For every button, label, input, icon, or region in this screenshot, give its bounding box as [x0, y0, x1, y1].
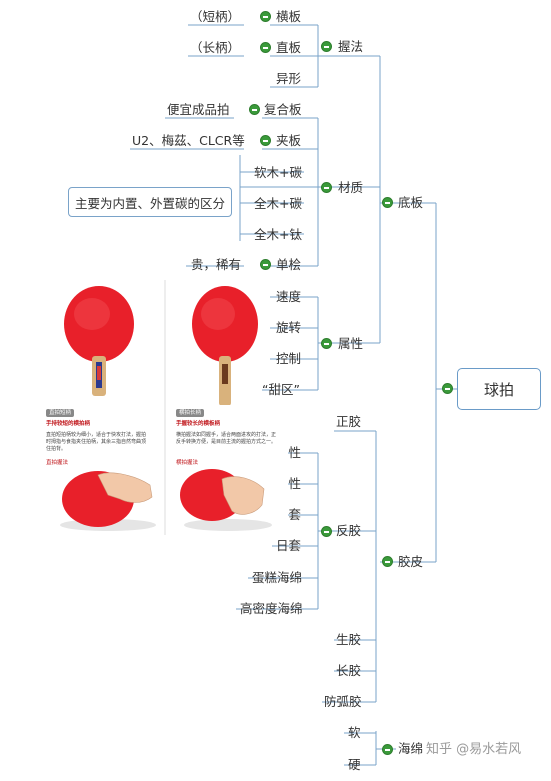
- root-collapse-toggle[interactable]: [442, 383, 453, 394]
- sponge-hard[interactable]: 硬: [348, 757, 361, 772]
- sponge-soft[interactable]: 软: [348, 725, 361, 740]
- rubber-raw[interactable]: 生胶: [336, 632, 362, 647]
- paddle-image-short-handle: [64, 286, 134, 396]
- material-composite[interactable]: 复合板: [264, 102, 302, 117]
- underline-back: [236, 452, 304, 610]
- underline-grip-notes: [188, 24, 244, 57]
- grip-vertical-toggle[interactable]: [260, 42, 271, 53]
- material-composite-note: 便宜成品拍: [167, 102, 230, 117]
- card-link[interactable]: 横拍握法: [176, 460, 199, 466]
- material-carbon-2[interactable]: 全木+碳: [254, 196, 302, 211]
- hand-paddle-image: [60, 471, 156, 531]
- material-carbon-note[interactable]: 主要为内置、外置碳的区分: [68, 187, 232, 217]
- rubber-long-pips[interactable]: 长胶: [336, 663, 362, 678]
- card-heading: 手握较长的横板柄: [176, 421, 221, 427]
- rubber-front[interactable]: 正胶: [336, 414, 362, 429]
- rubber-anti-loop[interactable]: 防弧胶: [324, 694, 362, 709]
- card-heading: 手持较短的横拍柄: [46, 421, 91, 427]
- rubber-back[interactable]: 反胶: [336, 523, 362, 538]
- grip-collapse-toggle[interactable]: [321, 41, 332, 52]
- root-node[interactable]: 球拍: [457, 368, 541, 410]
- material-sandwich-toggle[interactable]: [260, 135, 271, 146]
- attribute-collapse-toggle[interactable]: [321, 338, 332, 349]
- rubber-back-high-density[interactable]: 高密度海绵: [240, 601, 303, 616]
- attribute-spin[interactable]: 旋转: [276, 320, 302, 335]
- attribute-sweet-spot[interactable]: “甜区”: [262, 382, 300, 397]
- branch-rubber[interactable]: 胶皮: [398, 554, 424, 569]
- underline-attr: [262, 296, 304, 391]
- rubber-collapse-toggle[interactable]: [382, 556, 393, 567]
- rubber-back-japanese[interactable]: 日套: [276, 538, 302, 553]
- material-composite-toggle[interactable]: [249, 104, 260, 115]
- material-single[interactable]: 单桧: [276, 257, 302, 272]
- underline-rubber: [322, 430, 362, 703]
- watermark: 知乎 @易水若风: [426, 742, 522, 757]
- branch-sponge[interactable]: 海绵: [398, 741, 424, 756]
- card-tag: 直拍短柄: [46, 409, 75, 417]
- underline-material-notes: [130, 117, 244, 267]
- underline-sponge: [344, 732, 362, 766]
- branch-base[interactable]: 底板: [398, 195, 424, 210]
- rubber-back-toggle[interactable]: [321, 526, 332, 537]
- grip-vertical[interactable]: 直板: [276, 40, 302, 55]
- grip-horizontal-toggle[interactable]: [260, 11, 271, 22]
- material-carbon-3[interactable]: 全木+钛: [254, 227, 302, 242]
- underline-grip: [270, 24, 304, 88]
- material-collapse-toggle[interactable]: [321, 182, 332, 193]
- material-single-note: 贵，稀有: [191, 257, 242, 272]
- grip-label[interactable]: 握法: [338, 39, 364, 54]
- material-sandwich[interactable]: 夹板: [276, 133, 302, 148]
- attribute-control[interactable]: 控制: [276, 351, 302, 366]
- base-collapse-toggle[interactable]: [382, 197, 393, 208]
- material-label[interactable]: 材质: [338, 180, 364, 195]
- card-tag: 横拍长柄: [176, 409, 205, 417]
- attribute-speed[interactable]: 速度: [276, 289, 302, 304]
- connector-rubber-items: [318, 430, 376, 703]
- material-carbon-1[interactable]: 软木+碳: [254, 165, 302, 180]
- connector-carbon-items: [240, 171, 304, 235]
- info-card-short: 直拍短柄 手持较短的横拍柄 直拍短拍柄较为细小，适合于快攻打法，握拍时拇指与食指…: [46, 405, 158, 535]
- grip-horizontal[interactable]: 横板: [276, 9, 302, 24]
- material-sandwich-note: U2、梅茲、CLCR等: [132, 133, 245, 148]
- paddle-image-long-handle: [192, 286, 258, 406]
- grip-special[interactable]: 异形: [276, 71, 302, 86]
- card-body: 直拍短拍柄较为细小，适合于快攻打法，握拍时拇指与食指夹住拍柄，其余三指自然弯曲顶…: [46, 432, 147, 452]
- sponge-collapse-toggle[interactable]: [382, 744, 393, 755]
- grip-vertical-note: （长柄）: [190, 40, 241, 55]
- attribute-label[interactable]: 属性: [338, 336, 364, 351]
- card-body: 横拍握法如同握手，适合两面进攻的打法，正反手转换方便，是目前主流的握拍方式之一。: [176, 432, 277, 445]
- card-link[interactable]: 直拍握法: [46, 460, 69, 466]
- grip-horizontal-note: （短柄）: [190, 9, 241, 24]
- connector-carbon: [239, 155, 318, 241]
- hand-paddle-image: [180, 469, 272, 531]
- rubber-back-cake-sponge[interactable]: 蛋糕海绵: [252, 570, 303, 585]
- material-single-toggle[interactable]: [260, 259, 271, 270]
- info-card-long: 横拍长柄 手握较长的横板柄 横拍握法如同握手，适合两面进攻的打法，正反手转换方便…: [176, 405, 288, 535]
